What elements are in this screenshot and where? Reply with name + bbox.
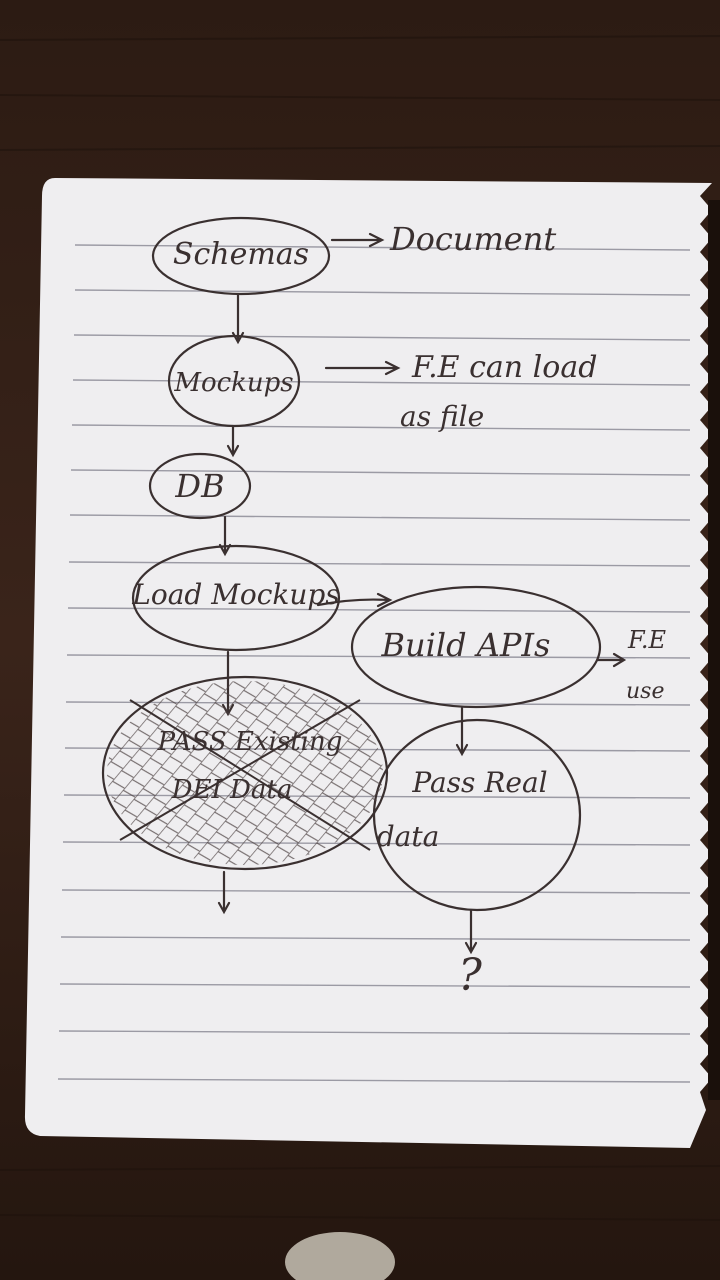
pass-data-node-outline [372, 718, 582, 912]
pass-existing-down-arrow [217, 870, 231, 915]
notebook-page [24, 178, 713, 1148]
schemas-node-label: Schemas [173, 237, 309, 272]
torn-edge-shadows [708, 200, 720, 1100]
blurred-object [285, 1232, 395, 1280]
db-node-label: DB [174, 467, 224, 505]
crossout-strokes [119, 699, 371, 851]
mockups-fe-arrow [324, 360, 401, 376]
fe-can-load-note: F.E can load [411, 350, 597, 385]
wood-grain [0, 35, 720, 1221]
pass-existing-node-outline [101, 675, 389, 871]
schemas-node-outline [151, 216, 331, 296]
ruled-lines [57, 244, 691, 1083]
question-mark-note: ? [458, 950, 482, 1001]
mockups-node-label: Mockups [173, 368, 293, 398]
diagram-strokes [101, 216, 627, 955]
pass-existing-node-label: PASS Existing [157, 727, 343, 757]
mockups-db-connector [226, 424, 240, 458]
db-node-outline [148, 452, 252, 520]
use-note: use [626, 679, 664, 704]
build-apis-node-label: Build APIs [381, 626, 551, 664]
pass-data-down-arrow [464, 908, 478, 955]
load-mockups-node-label: Load Mockups [131, 578, 339, 611]
fe-note: F.E [627, 626, 667, 654]
pass-existing-node-label-line2: DEI Data [171, 775, 293, 805]
pass-data-node-label-line2: data [377, 820, 440, 853]
load-mockups-node-outline [131, 544, 341, 652]
build-pass-data-connector [455, 706, 469, 757]
load-build-arrow [316, 592, 393, 608]
build-apis-node-outline [350, 585, 602, 709]
as-file-note: as file [400, 400, 484, 433]
document-note: Document [389, 220, 556, 258]
build-fe-arrow [596, 652, 627, 668]
pass-data-node-label: Pass Real [411, 766, 547, 799]
schemas-document-arrow [330, 232, 385, 248]
